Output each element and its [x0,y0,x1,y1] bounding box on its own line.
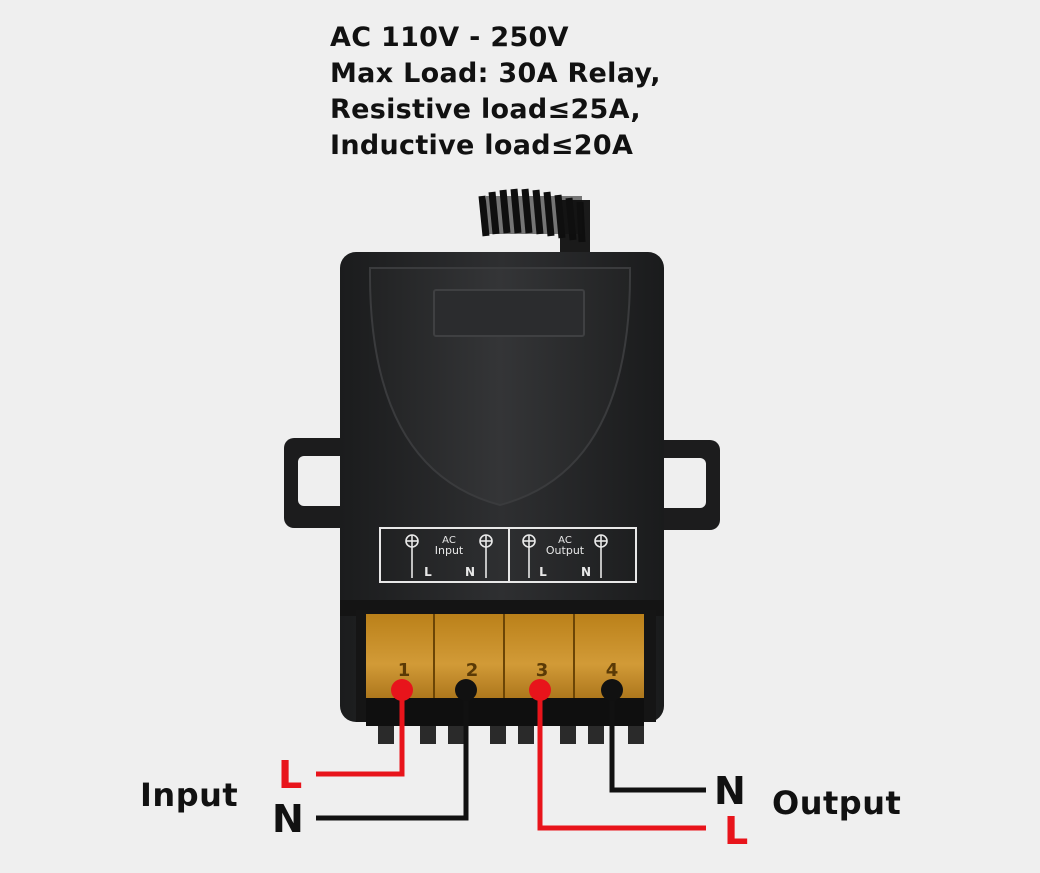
panel-output-ac: AC [558,535,572,546]
output-neutral-letter: N [714,769,746,813]
spec-resistive-load: Resistive load≤25A, [330,94,641,125]
spec-max-load: Max Load: 30A Relay, [330,58,661,89]
terminal-4: 4 [606,660,619,681]
panel-output-label: Output [546,544,585,557]
panel-input-l: L [424,565,432,579]
input-label: Input [140,776,239,814]
input-live-letter: L [278,753,303,797]
panel-input-ac: AC [442,535,456,546]
terminal-3: 3 [536,660,549,681]
spec-voltage: AC 110V - 250V [330,22,569,53]
wire-input-neutral [316,690,469,821]
spec-inductive-load: Inductive load≤20A [330,130,634,161]
terminal-1: 1 [398,660,411,681]
terminal-label-panel: AC Input AC Output L N L N [379,527,637,583]
spec-text: AC 110V - 250V Max Load: 30A Relay, Resi… [330,20,661,164]
input-neutral-letter: N [272,797,304,841]
panel-output-l: L [539,565,547,579]
antenna [478,188,590,260]
terminal-block: 1 2 3 4 [356,610,656,744]
wire-endpoints [391,679,623,701]
wire-output-neutral [609,690,706,793]
panel-input-label: Input [435,544,464,557]
wiring [316,690,706,831]
output-label: Output [772,784,902,822]
wire-output-live [537,690,706,831]
panel-input-n: N [465,565,475,579]
panel-output-n: N [581,565,591,579]
output-live-letter: L [724,809,749,853]
terminal-2: 2 [466,660,479,681]
wire-input-live [316,690,405,777]
